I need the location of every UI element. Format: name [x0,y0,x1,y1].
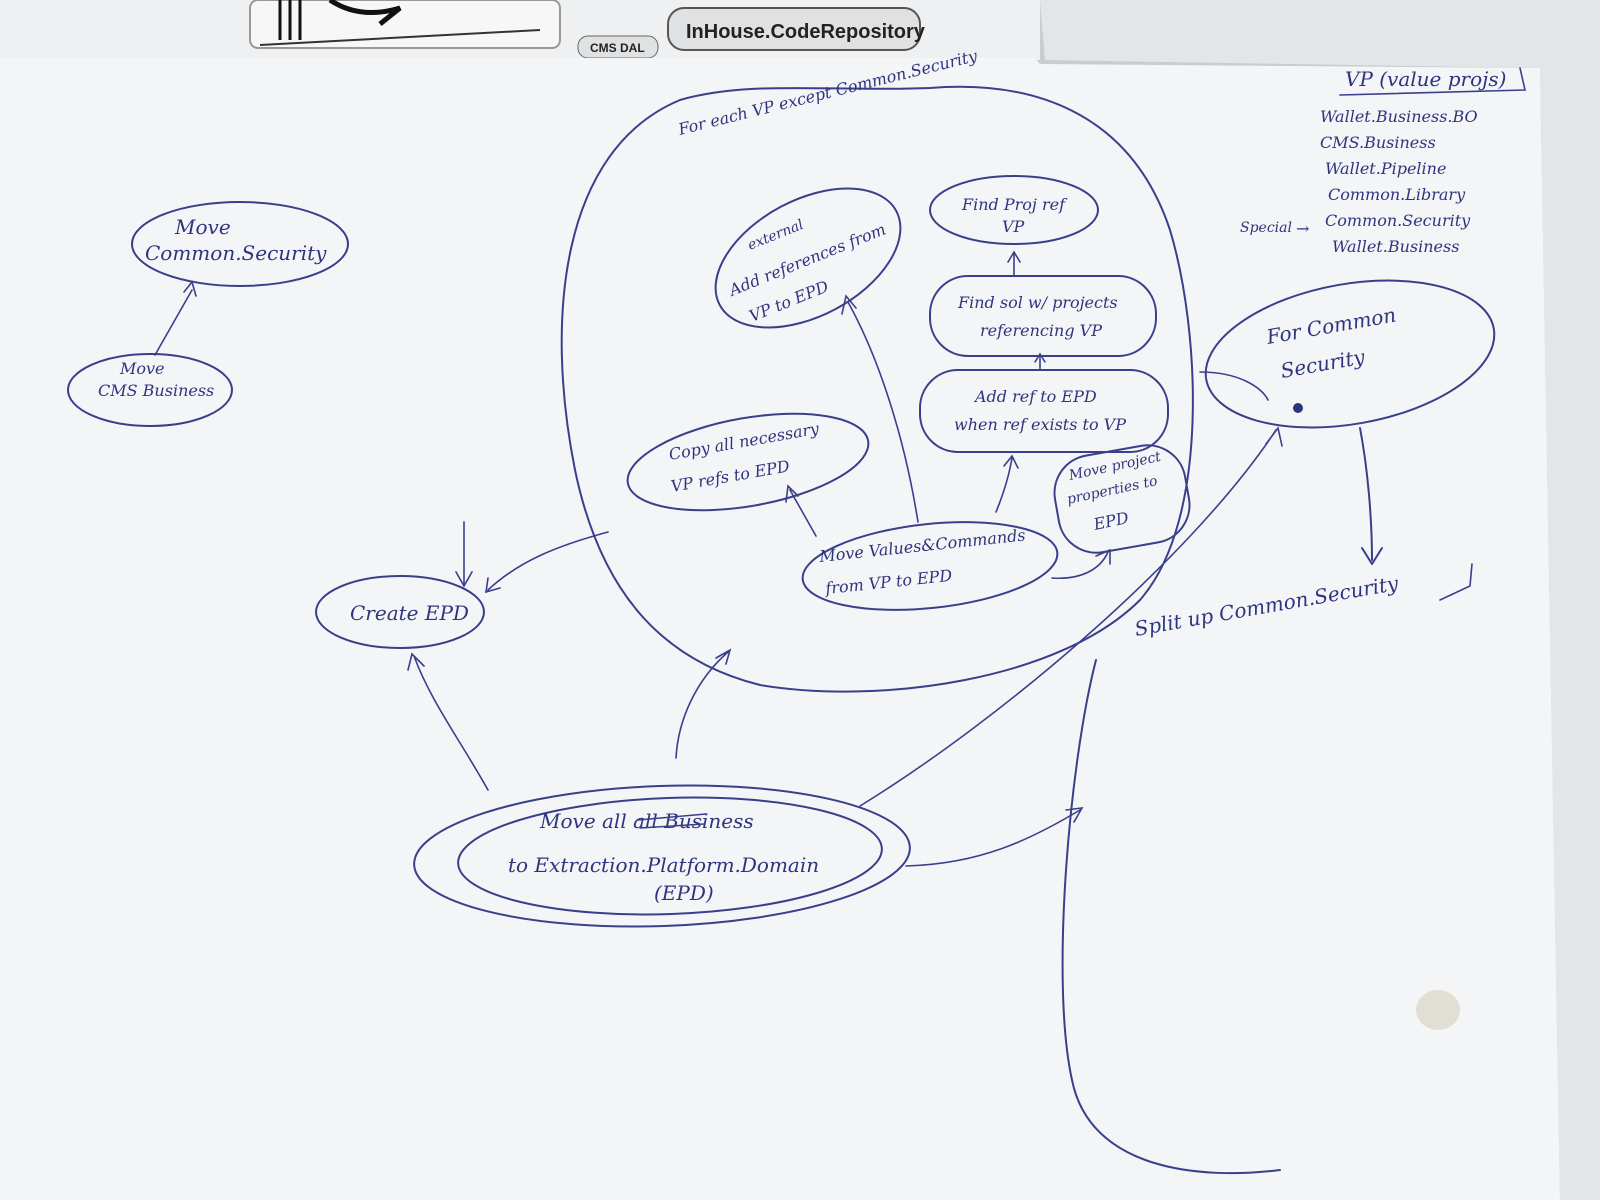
tag-inhouse-coderepository: InHouse.CodeRepository [686,21,926,43]
arrows-from-move-values [785,294,1111,580]
paper-sheet [0,58,1560,1200]
connector [1199,371,1269,401]
node-add-ref-epd: Add ref to EPD when ref exists to VP [919,369,1169,453]
node-label: Move [119,359,165,378]
arrow [455,521,473,588]
node-label: Create EPD [350,601,469,625]
legend-title: VP (value projs) [1345,67,1506,91]
node-find-proj-ref: Find Proj ref VP [929,175,1099,245]
legend-item: Wallet.Pipeline [1325,159,1446,178]
node-move-all: Move all all Business to Extraction.Plat… [413,784,911,928]
arrow [1007,250,1021,277]
node-label: Find sol w/ projects [957,293,1118,312]
node-label: Move all all Business [539,809,754,833]
node-label: Find Proj ref [961,195,1068,214]
node-label: Add ref to EPD [973,387,1097,406]
legend-item: Common.Library [1328,185,1466,204]
node-label: Common.Security [145,241,327,265]
legend-item: Wallet.Business [1332,237,1459,256]
node-label: when ref exists to VP [954,415,1126,434]
legend: VP (value projs) Wallet.Business.BO CMS.… [1240,67,1526,256]
arrow [485,531,609,594]
node-move-common-security: Move Common.Security [131,201,349,287]
paper-sheet-right [1040,0,1600,1200]
legend-special-label: Special [1240,220,1292,236]
legend-item: Common.Security [1325,211,1471,230]
node-move-cms-business: Move CMS Business [67,353,233,427]
coffee-stain [1416,990,1460,1030]
node-label: to Extraction.Platform.Domain [508,853,819,877]
arrow [154,280,197,356]
node-find-sol: Find sol w/ projects referencing VP [929,275,1157,357]
node-create-epd: Create EPD [315,575,485,649]
legend-item: CMS.Business [1320,133,1436,152]
node-label: Move [174,215,231,239]
arrows-from-move-all [407,426,1283,1175]
arrow [1034,352,1046,371]
tag-cms-dal: CMS DAL [590,41,645,55]
background-paper-stack: CMS DAL InHouse.CodeRepository [0,0,1040,60]
legend-special-arrow: → [1296,219,1309,238]
legend-item: Wallet.Business.BO [1320,107,1478,126]
node-label: CMS Business [98,381,214,400]
node-label: VP [1002,217,1025,236]
node-label: referencing VP [980,321,1102,340]
node-label: (EPD) [654,881,714,905]
arrow [1359,427,1383,565]
strikethrough [637,813,707,829]
